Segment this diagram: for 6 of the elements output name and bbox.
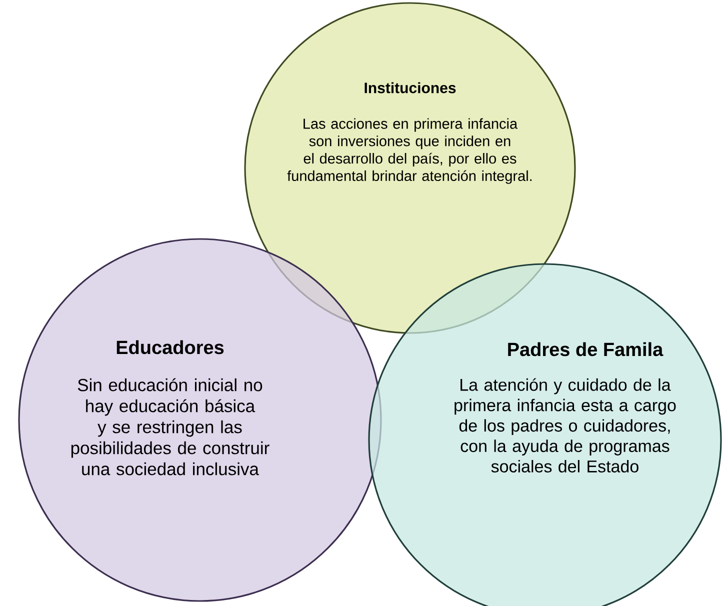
circle-heading: Padres de Famila	[508, 342, 664, 356]
circle-text: La atención y cuidado de la primera infancia esta a cargo de los padres o cuidadores, con la ayuda de programas sociales del Estado	[454, 378, 676, 472]
circle-heading: Educadores	[116, 340, 224, 354]
circle-text: Las acciones en primera infancia son inversiones que inciden en el desarrollo del país, por ello es fundamental brindar atención integral.	[287, 118, 532, 184]
circle-heading: Instituciones	[364, 82, 456, 94]
circle-text: Sin educación inicial no hay educación básica y se restringen las posibilidades de construir una sociedad inclusiva	[71, 378, 270, 476]
